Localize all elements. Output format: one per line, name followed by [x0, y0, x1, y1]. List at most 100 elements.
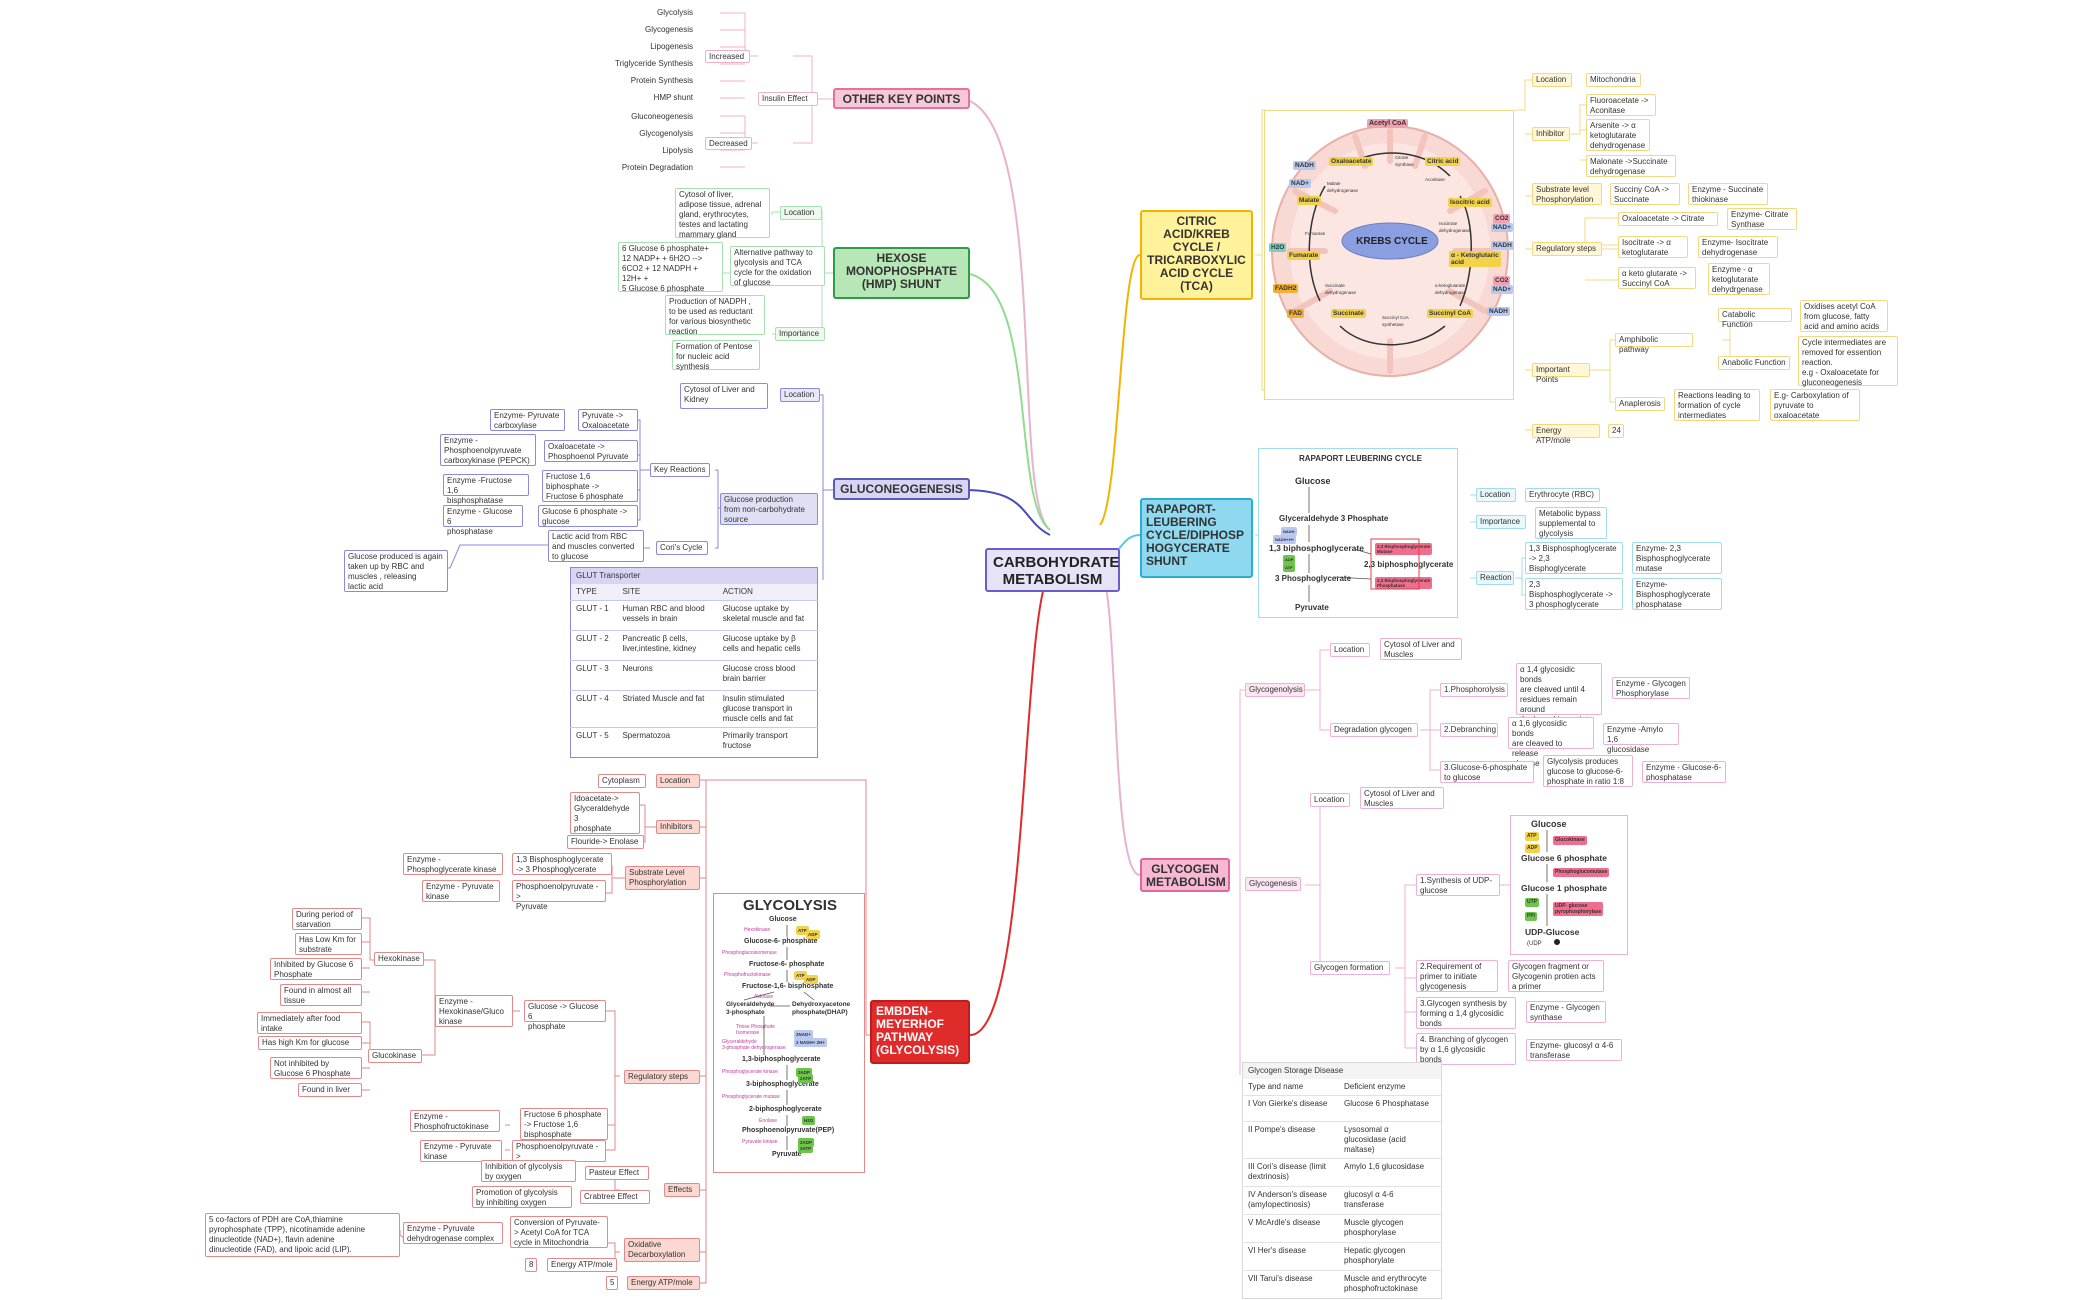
branch-other-key-points[interactable]: OTHER KEY POINTS — [833, 88, 970, 109]
tca-important-points[interactable]: Important Points — [1532, 363, 1590, 384]
increased-label[interactable]: Increased — [705, 50, 750, 63]
tca-inhibitor[interactable]: Inhibitor — [1532, 127, 1570, 141]
gng-production[interactable]: Glucose production from non-carbohydrate… — [720, 493, 818, 525]
emp-crabtree-text[interactable]: Promotion of glycolysis by inhibiting ox… — [472, 1186, 572, 1208]
gng-location-text[interactable]: Cytosol of Liver and Kidney — [680, 383, 768, 409]
gm-location-text[interactable]: Cytosol of Liver and Muscles — [1380, 638, 1462, 660]
gm-phosphorolysis-enzyme[interactable]: Enzyme - Glycogen Phosphorylase — [1612, 677, 1690, 699]
gm-primer[interactable]: 2.Requirement of primer to initiate glyc… — [1416, 960, 1498, 992]
gng-reaction-3[interactable]: Fructose 1,6 biphosphate -> Fructose 6 p… — [542, 470, 638, 502]
emp-pfk-enzyme[interactable]: Enzyme - Phosphofructokinase — [410, 1110, 500, 1132]
gm-degradation[interactable]: Degradation glycogen — [1330, 723, 1418, 737]
emp-slp-enzyme-1[interactable]: Enzyme - Phosphoglycerate kinase — [403, 853, 503, 875]
branch-tca-cycle[interactable]: CITRIC ACID/KREB CYCLE / TRICARBOXYLIC A… — [1140, 210, 1253, 300]
emp-energy[interactable]: Energy ATP/mole — [547, 1258, 617, 1272]
emp-crabtree-effect[interactable]: Crabtree Effect — [580, 1190, 650, 1204]
hexokinase-fact[interactable]: Found in almost all tissue — [280, 984, 362, 1006]
emp-hexokinase[interactable]: Hexokinase — [374, 952, 424, 966]
hmp-location-text[interactable]: Cytosol of liver, adipose tissue, adrena… — [675, 188, 770, 239]
gm-debranching-enzyme[interactable]: Enzyme -Amylo 1,6 glucosidase — [1603, 723, 1679, 754]
emp-glucokinase[interactable]: Glucokinase — [368, 1049, 422, 1063]
rl-reaction-2[interactable]: 2,3 Bisphosphoglycerate -> 3 phosphoglyc… — [1525, 578, 1623, 610]
rl-location[interactable]: Location — [1476, 488, 1516, 502]
emp-effects[interactable]: Effects — [664, 1183, 700, 1197]
glucokinase-fact[interactable]: Has high Km for glucose — [258, 1036, 362, 1050]
emp-regulatory-steps[interactable]: Regulatory steps — [624, 1070, 700, 1084]
tca-reg-reaction-3[interactable]: α keto glutarate -> Succinyl CoA — [1618, 267, 1696, 289]
rl-reaction-1-enzyme[interactable]: Enzyme- 2,3 Bisphosphoglycerate mutase — [1632, 542, 1722, 574]
tca-anabolic-text[interactable]: Cycle intermediates are removed for esse… — [1798, 336, 1898, 387]
tca-location[interactable]: Location — [1532, 73, 1572, 87]
rl-reaction-1[interactable]: 1,3 Bisphosphoglycerate -> 2,3 Bisphogly… — [1525, 542, 1623, 574]
hmp-importance[interactable]: Importance — [775, 327, 825, 341]
branch-hmp-shunt[interactable]: HEXOSE MONOPHOSPHATE (HMP) SHUNT — [833, 247, 970, 299]
tca-slp-enzyme[interactable]: Enzyme - Succinate thiokinase — [1688, 183, 1768, 205]
tca-energy-value[interactable]: 24 — [1608, 424, 1624, 438]
rl-importance[interactable]: Importance — [1476, 515, 1526, 529]
tca-reg-reaction-2[interactable]: Isocitrate -> α ketoglutarate — [1618, 236, 1688, 258]
gm-branching[interactable]: 4. Branching of glycogen by α 1,6 glycos… — [1416, 1033, 1516, 1065]
emp-pfk-reaction[interactable]: Fructose 6 phosphate -> Fructose 1,6 bis… — [520, 1108, 608, 1140]
branch-gluconeogenesis[interactable]: GLUCONEOGENESIS — [833, 478, 970, 500]
tca-anaplerosis[interactable]: Anaplerosis — [1615, 397, 1665, 411]
gm-location[interactable]: Location — [1330, 643, 1370, 657]
gm-gen-location[interactable]: Location — [1310, 793, 1350, 807]
rl-reaction[interactable]: Reaction — [1476, 571, 1514, 585]
glucokinase-fact[interactable]: Found in liver — [298, 1083, 362, 1097]
tca-catabolic[interactable]: Catabolic Function — [1718, 308, 1792, 329]
emp-hexo-enzyme[interactable]: Enzyme - Hexokinase/Gluco kinase — [435, 995, 513, 1027]
tca-amphibolic[interactable]: Amphibolic pathway — [1615, 333, 1693, 354]
tca-catabolic-text[interactable]: Oxidises acetyl CoA from glucose, fatty … — [1800, 300, 1888, 332]
gm-primer-text[interactable]: Glycogen fragment or Glycogenin protien … — [1508, 960, 1604, 992]
emp-cytoplasm[interactable]: Cytoplasm — [598, 774, 646, 788]
gm-debranching[interactable]: 2.Debranching — [1440, 723, 1498, 737]
emp-energy-2-value[interactable]: 5 — [606, 1276, 618, 1290]
gm-udp-synthesis[interactable]: 1.Synthesis of UDP- glucose — [1416, 874, 1500, 896]
gm-synthesis[interactable]: 3.Glycogen synthesis by forming α 1,4 gl… — [1416, 997, 1516, 1029]
emp-hexo-reaction[interactable]: Glucose -> Glucose 6 phosphate — [524, 1000, 606, 1031]
decreased-label[interactable]: Decreased — [705, 137, 752, 150]
emp-inhibitor-2[interactable]: Flouride-> Enolase — [567, 835, 644, 849]
branch-glycogen-metabolism[interactable]: GLYCOGEN METABOLISM — [1140, 858, 1230, 892]
tca-energy[interactable]: Energy ATP/mole — [1532, 424, 1600, 445]
emp-inhibitors[interactable]: Inhibitors — [656, 820, 700, 834]
emp-pk-enzyme[interactable]: Enzyme - Pyruvate kinase — [420, 1140, 502, 1162]
tca-slp-reaction[interactable]: Succiny CoA -> Succinate — [1610, 183, 1680, 205]
emp-slp-reaction-1[interactable]: 1,3 Bisphosphoglycerate -> 3 Phosphoglyc… — [512, 853, 612, 875]
tca-anabolic[interactable]: Anabolic Function — [1718, 356, 1790, 370]
gng-key-reactions[interactable]: Key Reactions — [650, 463, 710, 477]
hexokinase-fact[interactable]: Has Low Km for substrate — [295, 933, 362, 955]
gm-phosphorolysis[interactable]: 1.Phosphorolysis — [1440, 683, 1508, 697]
branch-rapaport-leubering[interactable]: RAPAPORT- LEUBERING CYCLE/DIPHOSP HOGYCE… — [1140, 498, 1253, 578]
central-topic[interactable]: CARBOHYDRATE METABOLISM — [985, 548, 1120, 592]
insulin-effect[interactable]: Insulin Effect — [758, 92, 818, 106]
gng-reaction-2[interactable]: Oxaloacetate -> Phosphoenol Pyruvate — [544, 440, 638, 462]
emp-slp-enzyme-2[interactable]: Enzyme - Pyruvate kinase — [422, 880, 500, 902]
gng-enzyme-4[interactable]: Enzyme - Glucose 6 phosphatase — [443, 505, 523, 536]
rl-location-text[interactable]: Erythrocyte (RBC) — [1525, 488, 1600, 502]
hmp-equation[interactable]: 6 Glucose 6 phosphate+ 12 NADP+ + 6H2O -… — [618, 242, 723, 293]
emp-location[interactable]: Location — [656, 774, 700, 788]
gng-enzyme-1[interactable]: Enzyme- Pyruvate carboxylase — [490, 409, 565, 431]
emp-slp-reaction-2[interactable]: Phosphoenolpyruvate -> Pyruvate — [512, 880, 606, 911]
tca-reg-reaction-1[interactable]: Oxaloacetate -> Citrate — [1618, 212, 1718, 226]
glucokinase-fact[interactable]: Immediately after food intake — [257, 1012, 362, 1034]
gm-phosphorolysis-text[interactable]: α 1,4 glycosidic bonds are cleaved until… — [1516, 663, 1602, 734]
tca-anaplerosis-example[interactable]: E.g- Carboxylation of pyruvate to oxaloa… — [1770, 389, 1860, 421]
tca-inhibitor-3[interactable]: Malonate ->Succinate dehydrogenase — [1586, 155, 1676, 177]
gng-enzyme-2[interactable]: Enzyme - Phosphoenolpyruvate carboxykina… — [440, 434, 536, 466]
hmp-alternative[interactable]: Alternative pathway to glycolysis and TC… — [730, 246, 825, 287]
gm-synthesis-enzyme[interactable]: Enzyme - Glycogen synthase — [1526, 1001, 1606, 1023]
emp-oxidative-decarboxylation[interactable]: Oxidative Decarboxylation — [624, 1238, 700, 1262]
gng-reaction-4[interactable]: Glucose 6 phosphate -> glucose — [538, 505, 638, 527]
gm-g6p-enzyme[interactable]: Enzyme - Glucose-6- phosphatase — [1642, 761, 1726, 783]
gng-lactic-acid[interactable]: Lactic acid from RBC and muscles convert… — [548, 530, 644, 562]
emp-pk-reaction[interactable]: Phosphoenolpyruvate -> Pyruvate — [512, 1140, 606, 1171]
hexokinase-fact[interactable]: During period of starvation — [292, 908, 362, 930]
hexokinase-fact[interactable]: Inhibited by Glucose 6 Phosphate — [270, 958, 362, 980]
emp-energy-value[interactable]: 8 — [525, 1258, 537, 1272]
emp-oxdec-enzyme[interactable]: Enzyme - Pyruvate dehydrogenase complex — [403, 1222, 503, 1244]
gm-branching-enzyme[interactable]: Enzyme- glucosyl α 4-6 transferase — [1526, 1039, 1622, 1061]
emp-energy-2[interactable]: Energy ATP/mole — [627, 1276, 700, 1290]
gm-glycogenesis[interactable]: Glycogenesis — [1245, 877, 1301, 891]
